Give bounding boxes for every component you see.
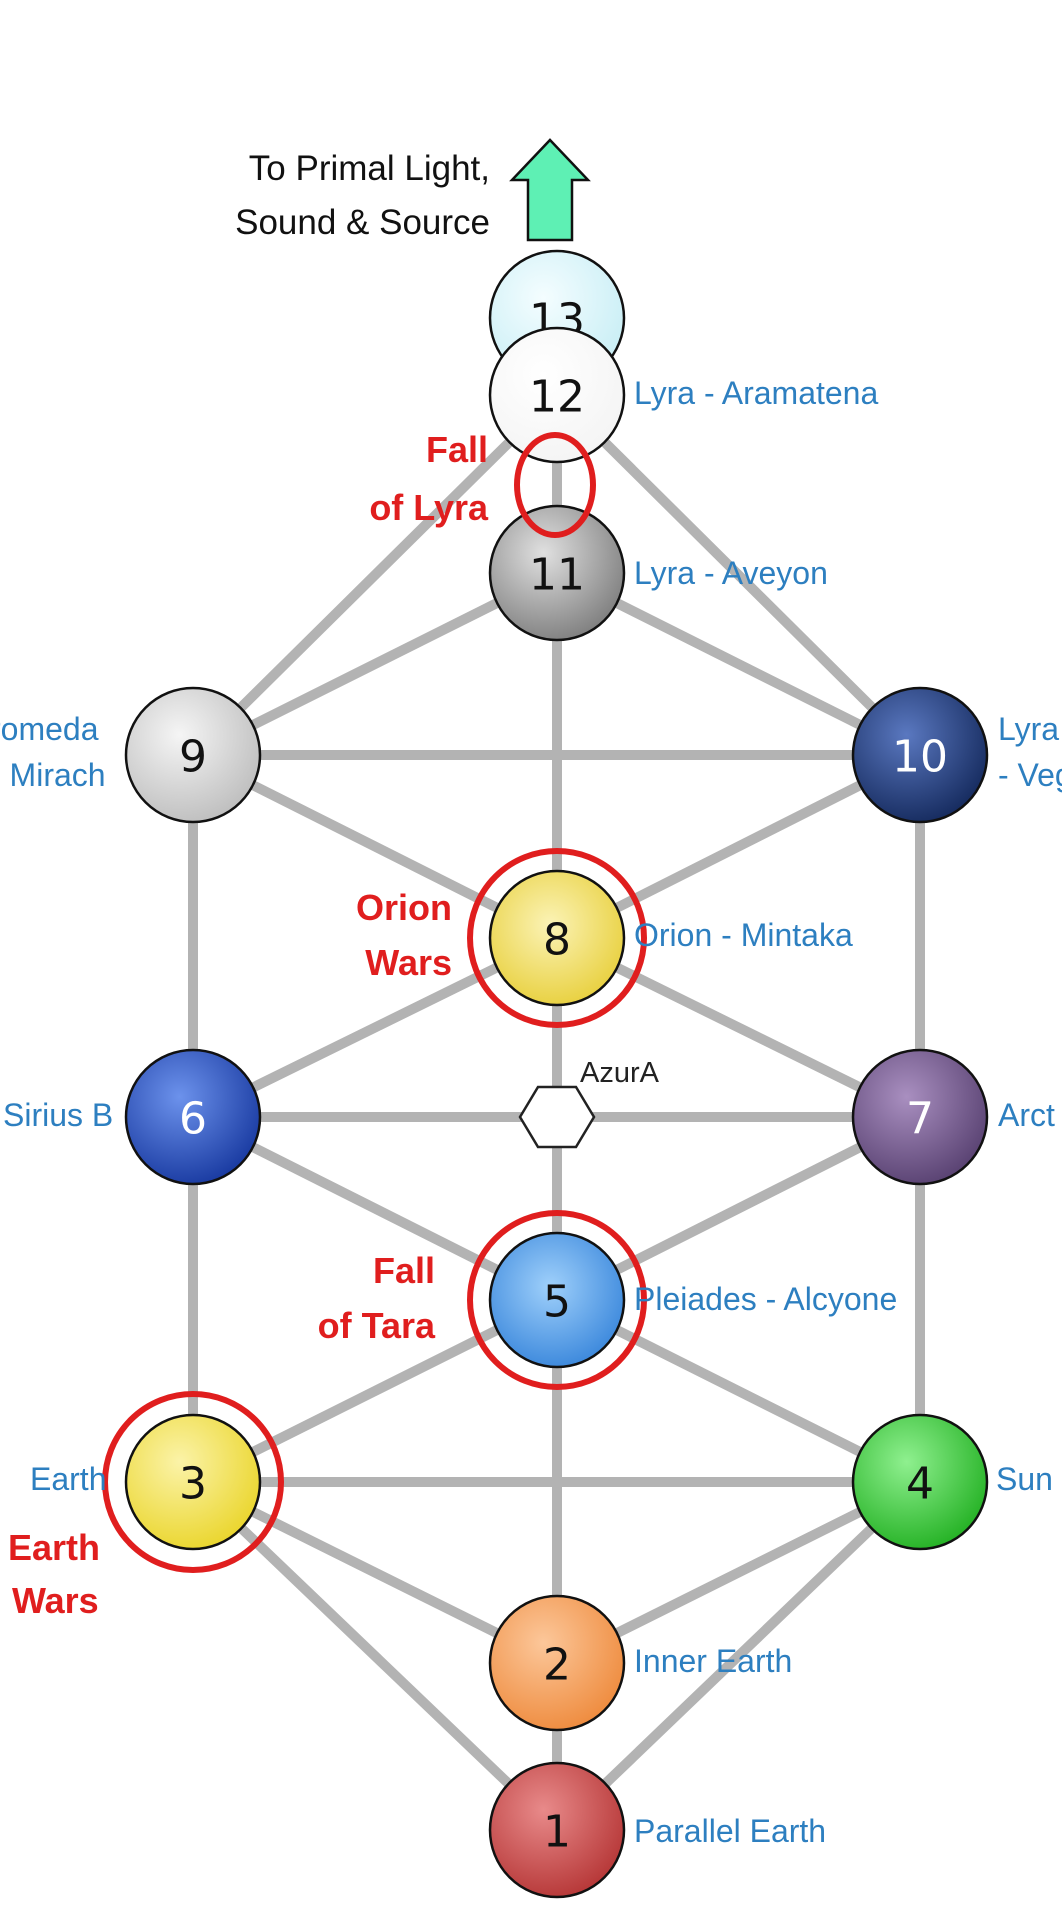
node-2-circle — [488, 1594, 626, 1732]
node-5-label: Pleiades - Alcyone — [634, 1281, 897, 1317]
fall-of-tara-line-2: of Tara — [318, 1305, 436, 1346]
node-2-number: 2 — [543, 1640, 571, 1691]
node-3-number: 3 — [179, 1459, 207, 1510]
node-7-circle — [851, 1048, 989, 1186]
node-9-circle — [124, 686, 262, 824]
node-7: 7 — [851, 1048, 989, 1186]
edge-1-4 — [553, 1478, 924, 1834]
star-system-labels: Parallel Earth Inner Earth Earth Sun Pleiade… — [0, 375, 1062, 1849]
node-10-label-line-1: Lyra — [998, 711, 1059, 747]
azura-label: AzurA — [580, 1057, 660, 1089]
node-4-circle — [851, 1413, 989, 1551]
fall-of-tara-ring — [467, 1210, 647, 1390]
fall-of-tara-line-1: Fall — [373, 1250, 435, 1291]
node-1-circle — [488, 1761, 626, 1899]
node-8: 8 — [488, 869, 626, 1007]
edge-1-3 — [189, 1478, 561, 1834]
node-11-label: Lyra - Aveyon — [634, 555, 828, 591]
node-2-label: Inner Earth — [634, 1643, 792, 1679]
node-6: 6 — [124, 1048, 262, 1186]
up-arrow-icon — [509, 138, 591, 242]
node-4-label: Sun — [996, 1461, 1053, 1497]
node-2: 2 — [488, 1594, 626, 1732]
node-1: 1 — [488, 1761, 626, 1899]
orion-wars-line-2: Wars — [365, 942, 452, 983]
node-5: 5 — [488, 1231, 626, 1369]
node-12: 12 — [488, 326, 626, 464]
node-11-number: 11 — [529, 550, 585, 601]
node-12-label: Lyra - Aramatena — [634, 375, 878, 411]
node-5-circle — [488, 1231, 626, 1369]
orion-wars-ring — [467, 848, 647, 1028]
node-6-label: Sirius B — [3, 1097, 113, 1133]
node-7-label: Arct — [998, 1097, 1055, 1133]
node-1-number: 1 — [543, 1807, 571, 1858]
orion-wars-line-1: Orion — [356, 887, 452, 928]
fall-of-lyra-line-2: of Lyra — [369, 487, 489, 528]
node-8-label: Orion - Mintaka — [634, 917, 853, 953]
edge-9-12 — [189, 391, 561, 759]
earth-wars-ring — [102, 1391, 284, 1573]
title-line-2: Sound & Source — [235, 203, 490, 242]
highlight-rings — [102, 432, 647, 1573]
node-3-circle — [124, 1413, 262, 1551]
node-11: 11 — [488, 504, 626, 642]
fall-of-lyra-line-1: Fall — [426, 429, 488, 470]
node-3-label: Earth — [30, 1461, 106, 1497]
earth-wars-line-1: Earth — [8, 1527, 100, 1568]
node-6-number: 6 — [179, 1094, 207, 1145]
node-8-circle — [488, 869, 626, 1007]
node-4: 4 — [851, 1413, 989, 1551]
node-7-number: 7 — [906, 1094, 934, 1145]
node-12-circle — [488, 326, 626, 464]
node-12-number: 12 — [529, 372, 585, 423]
node-9-label-line-1: romeda — [0, 711, 99, 747]
node-3: 3 — [124, 1413, 262, 1551]
azura-marker: AzurA — [518, 1057, 660, 1149]
node-8-number: 8 — [543, 915, 571, 966]
node-10-number: 10 — [892, 732, 948, 783]
fall-of-lyra-ring — [514, 432, 596, 538]
node-11-circle — [488, 504, 626, 642]
node-9-number: 9 — [179, 732, 207, 783]
node-10-label-line-2: - Veg — [998, 757, 1062, 793]
earth-wars-line-2: Wars — [12, 1580, 99, 1621]
title-line-1: To Primal Light, — [249, 149, 490, 188]
node-9: 9 — [124, 686, 262, 824]
node-4-number: 4 — [906, 1459, 934, 1510]
node-1-label: Parallel Earth — [634, 1813, 826, 1849]
node-9-label-line-2: - Mirach — [0, 757, 106, 793]
node-10-circle — [851, 686, 989, 824]
node-6-circle — [124, 1048, 262, 1186]
node-10: 10 — [851, 686, 989, 824]
node-5-number: 5 — [543, 1277, 571, 1328]
edge-10-12 — [553, 391, 924, 759]
